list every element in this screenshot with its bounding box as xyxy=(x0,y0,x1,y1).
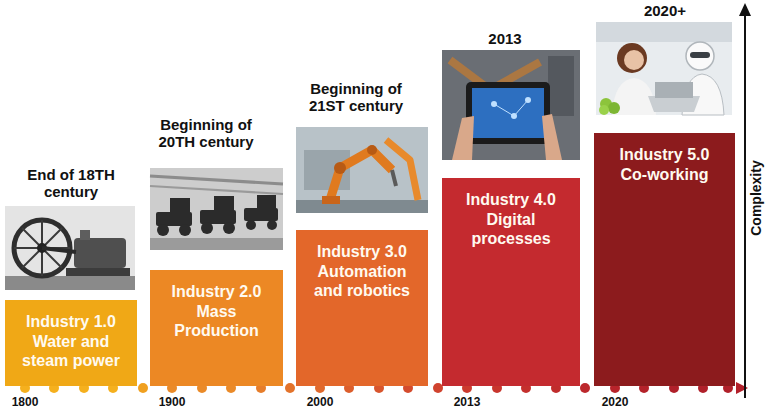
era-heading: 2013 xyxy=(470,30,540,47)
axis-title: Complexity xyxy=(748,148,764,248)
box-text-group: Industry 4.0Digital processes xyxy=(450,190,572,249)
box-text-group: Industry 5.0Co-working xyxy=(602,145,727,184)
year-tick: 2000 xyxy=(296,396,344,410)
stage-description: Co-working xyxy=(602,165,727,185)
era-heading: Beginning of 21ST century xyxy=(297,80,415,115)
robot-arm-photo xyxy=(296,127,428,213)
stage-title: Industry 1.0 xyxy=(13,312,129,332)
stage-box: Industry 4.0Digital processes xyxy=(442,178,580,386)
stage-description: Digital processes xyxy=(450,210,572,249)
steam-engine-photo xyxy=(5,206,135,290)
stage-description: Automation and robotics xyxy=(304,262,420,301)
box-text-group: Industry 3.0Automation and robotics xyxy=(304,242,420,301)
stage-box: Industry 1.0Water and steam power xyxy=(5,300,137,386)
stage-box: Industry 5.0Co-working xyxy=(594,133,735,386)
stage-title: Industry 5.0 xyxy=(602,145,727,165)
stage-box: Industry 2.0Mass Production xyxy=(150,270,283,386)
box-text-group: Industry 2.0Mass Production xyxy=(158,282,275,341)
human-robot-photo xyxy=(596,22,732,115)
stage-box: Industry 3.0Automation and robotics xyxy=(296,230,428,386)
stage-title: Industry 4.0 xyxy=(450,190,572,210)
year-tick: 1800 xyxy=(1,396,49,410)
assembly-line-photo xyxy=(150,168,283,250)
stage-description: Water and steam power xyxy=(13,332,129,371)
tablet-photo xyxy=(442,50,580,160)
era-heading: End of 18TH century xyxy=(15,166,127,201)
year-tick: 1900 xyxy=(148,396,196,410)
stage-title: Industry 2.0 xyxy=(158,282,275,302)
era-heading: 2020+ xyxy=(630,2,700,19)
era-heading: Beginning of 20TH century xyxy=(145,116,267,151)
stage-description: Mass Production xyxy=(158,302,275,341)
year-tick: 2013 xyxy=(443,396,491,410)
box-text-group: Industry 1.0Water and steam power xyxy=(13,312,129,371)
year-tick: 2020 xyxy=(591,396,639,410)
stage-title: Industry 3.0 xyxy=(304,242,420,262)
